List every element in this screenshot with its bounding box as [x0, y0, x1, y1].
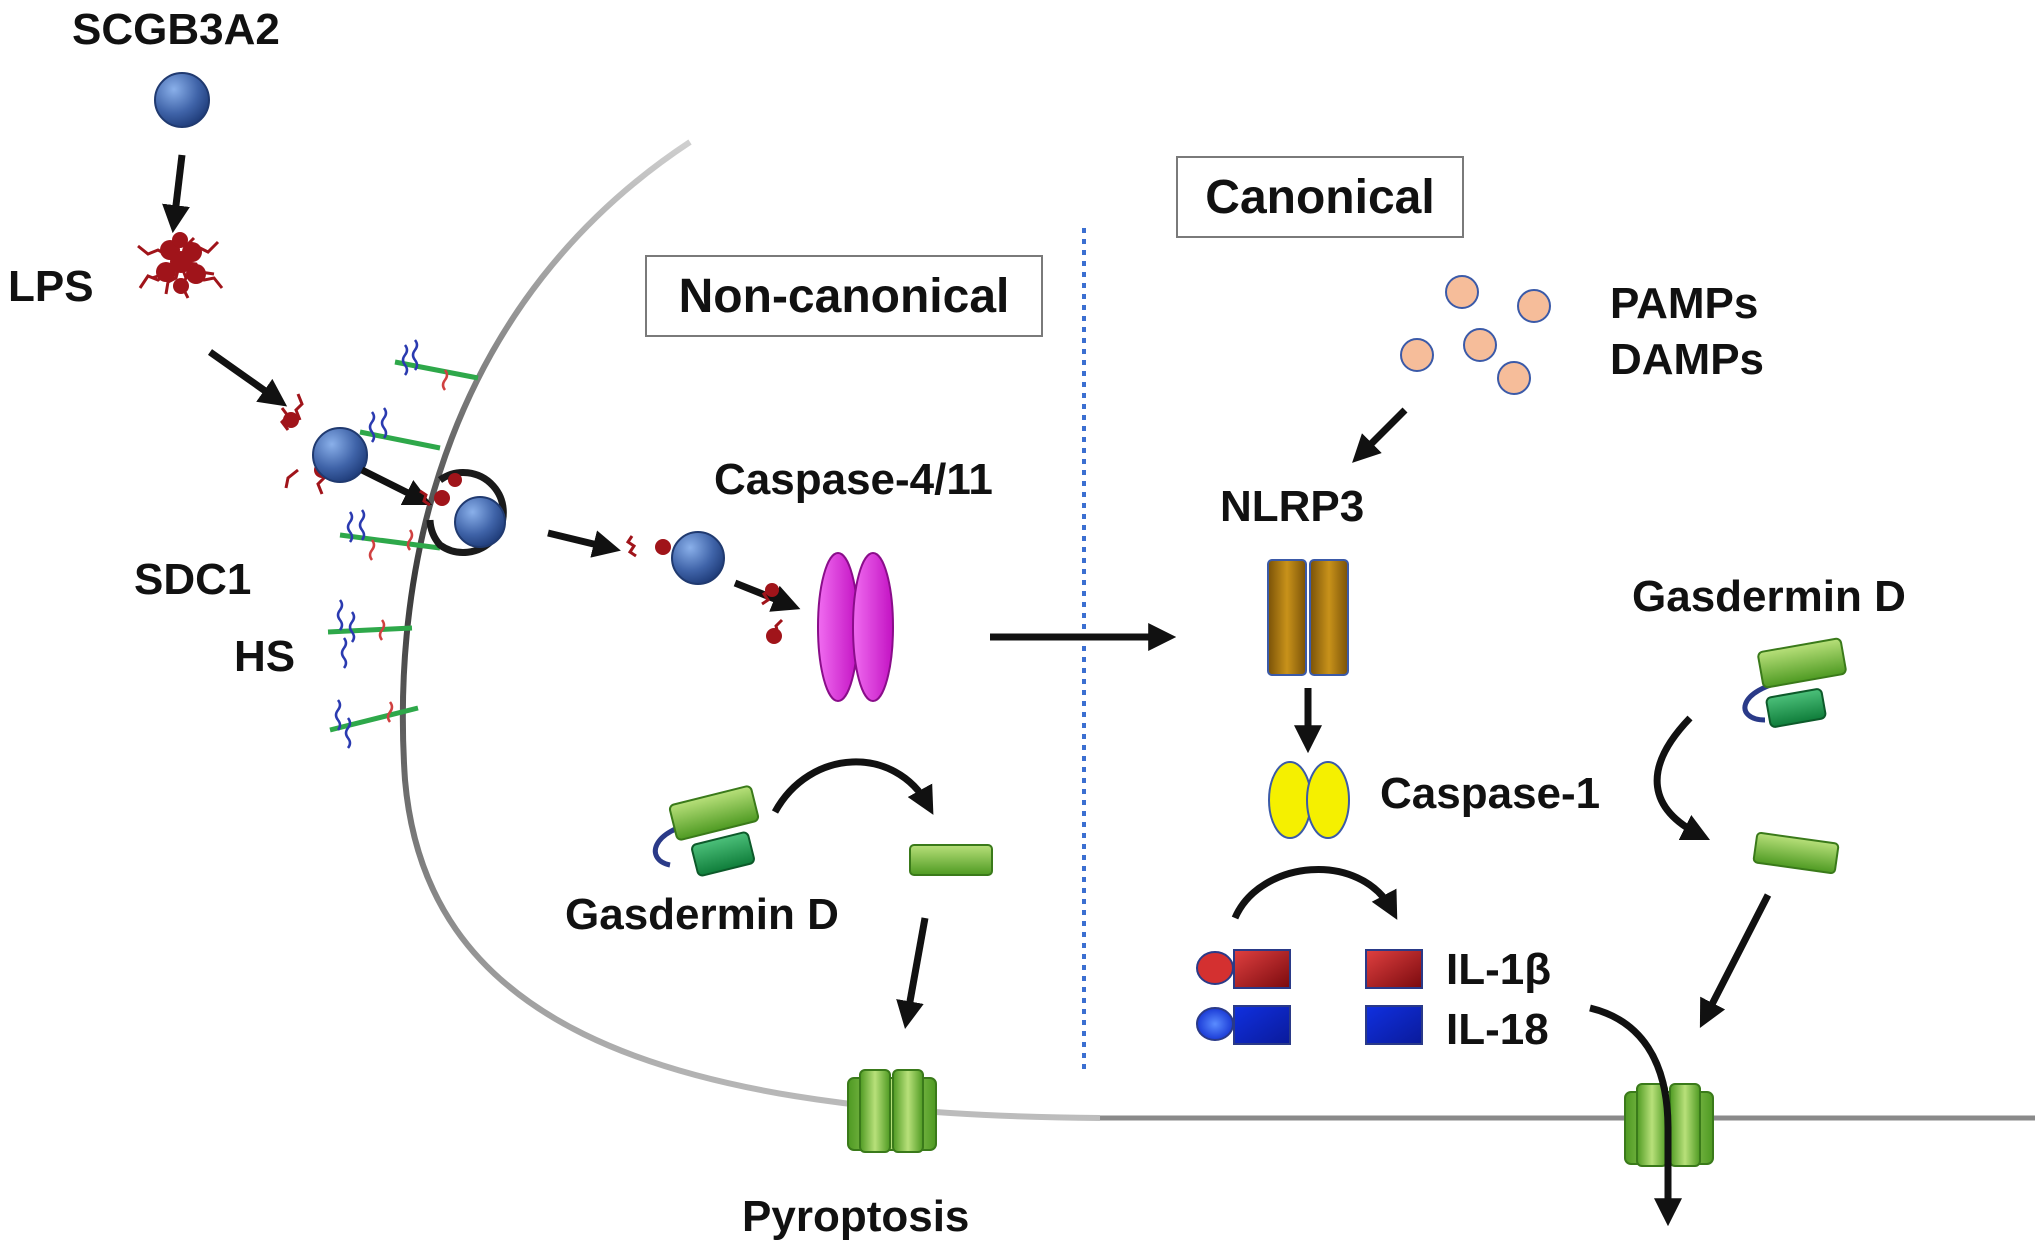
arrow-to-pore-left	[896, 917, 929, 1030]
nlrp3-icon	[1267, 559, 1349, 676]
caspase-1-icon	[1268, 761, 1350, 839]
sdc1-proteoglycan-1	[394, 339, 479, 391]
gasdermin-d-full-left-icon	[652, 785, 760, 877]
scgb3a2-sphere-icon	[154, 72, 210, 128]
arrow-scgb3a2-to-lps	[162, 154, 190, 234]
label-gasdermin-d-left: Gasdermin D	[565, 890, 839, 939]
pamps-damps-icon	[1400, 275, 1551, 395]
label-il-1b: IL-1β	[1446, 945, 1552, 994]
arrow-cleavage-left	[771, 758, 934, 815]
arrow-cleavage-cytokines	[1231, 866, 1398, 920]
sdc1-proteoglycan-2	[359, 407, 441, 451]
hs-chains	[327, 339, 479, 749]
il-18-mature-icon	[1365, 1005, 1423, 1045]
label-caspase-1: Caspase-1	[1380, 769, 1601, 818]
lps-core-icon	[156, 232, 206, 294]
caspase-4-11-icon	[761, 552, 894, 702]
arrow-lps-to-complex	[207, 349, 288, 407]
label-hs: HS	[234, 632, 296, 681]
pro-il-1b-icon	[1196, 949, 1291, 989]
gasdermin-d-full-right-icon	[1742, 637, 1847, 728]
label-scgb3a2: SCGB3A2	[72, 5, 280, 54]
label-nlrp3: NLRP3	[1220, 482, 1365, 531]
label-gasdermin-d-right: Gasdermin D	[1632, 572, 1906, 621]
label-non-canonical: Non-canonical	[645, 255, 1043, 337]
arrow-cleavage-right	[1653, 715, 1711, 841]
label-pyroptosis: Pyroptosis	[742, 1192, 970, 1241]
cytosolic-complex-icon	[625, 531, 725, 585]
arrow-complex-to-endosome	[360, 466, 433, 506]
label-sdc1: SDC1	[134, 555, 252, 604]
arrow-cytokine-release	[1589, 1004, 1682, 1227]
arrow-pamps-to-nlrp3	[1352, 407, 1408, 463]
label-damps: DAMPs	[1610, 335, 1765, 384]
il-1b-mature-icon	[1365, 949, 1423, 989]
gsdmd-pore-left-icon	[847, 1069, 937, 1153]
sdc1-proteoglycan-5	[329, 699, 419, 749]
label-lps: LPS	[8, 262, 94, 311]
gasdermin-d-nterm-right-icon	[1752, 831, 1840, 875]
pro-il-18-icon	[1196, 1005, 1291, 1045]
arrow-to-pore-right	[1699, 893, 1772, 1028]
sdc1-proteoglycan-3	[339, 509, 441, 561]
arrow-endosome-to-cytosol	[547, 529, 621, 558]
cell-membrane-curve	[399, 139, 1101, 1121]
scgb3a2-lps-complex-icon	[280, 393, 368, 495]
sdc1-proteoglycan-4	[327, 599, 413, 669]
label-il-18: IL-18	[1446, 1005, 1549, 1054]
label-pamps: PAMPs	[1610, 279, 1759, 328]
label-canonical: Canonical	[1176, 156, 1464, 238]
gasdermin-d-nterm-left-icon	[909, 844, 993, 876]
internalized-complex-icon	[419, 473, 506, 548]
label-caspase-4-11: Caspase-4/11	[714, 455, 993, 504]
